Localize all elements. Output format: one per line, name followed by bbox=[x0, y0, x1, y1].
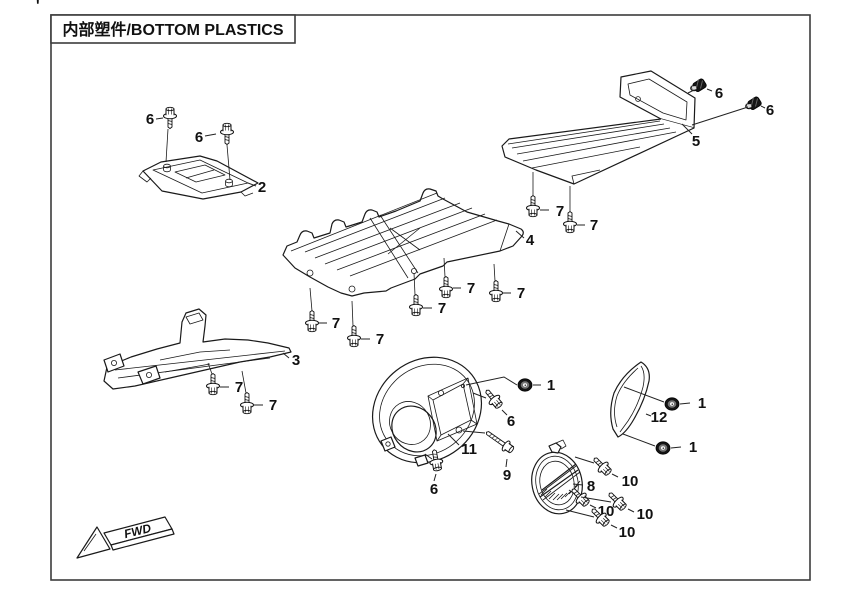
fasteners-part-4: 4 7 7 7 7 7 bbox=[305, 230, 535, 348]
bolt-6 bbox=[480, 385, 506, 412]
callout-6: 6 bbox=[146, 111, 154, 128]
page-title: 内部塑件/BOTTOM PLASTICS bbox=[62, 20, 283, 39]
callout-10: 10 bbox=[637, 506, 654, 523]
bolt-7 bbox=[347, 325, 361, 348]
capnut-6 bbox=[745, 95, 763, 111]
callout-10: 10 bbox=[622, 473, 639, 490]
callout-7: 7 bbox=[467, 280, 475, 297]
callout-6: 6 bbox=[766, 102, 774, 119]
fasteners-part-5: 6 6 5 7 7 bbox=[526, 77, 774, 234]
part-8-round-cover bbox=[531, 439, 583, 515]
washer-1 bbox=[655, 441, 671, 455]
callout-7: 7 bbox=[269, 397, 277, 414]
bolt-10 bbox=[589, 453, 615, 479]
callout-12: 12 bbox=[651, 409, 668, 426]
callout-3: 3 bbox=[292, 352, 300, 369]
bolt-9 bbox=[482, 426, 517, 456]
corner-tick: ' bbox=[36, 0, 40, 14]
callout-6: 6 bbox=[715, 85, 723, 102]
callout-1: 1 bbox=[689, 439, 697, 456]
callout-10: 10 bbox=[619, 524, 636, 541]
part-5-footrest-right bbox=[501, 70, 696, 185]
part-2-mounting-bracket bbox=[138, 155, 259, 200]
fasteners-part-8: 8 10 10 10 10 bbox=[565, 453, 654, 541]
fasteners-part-11: 1 6 11 9 6 bbox=[424, 376, 555, 498]
callout-9: 9 bbox=[503, 467, 511, 484]
bolt-7 bbox=[206, 373, 220, 396]
part-4-skid-plate bbox=[282, 188, 524, 297]
callout-11: 11 bbox=[461, 441, 477, 458]
callout-7: 7 bbox=[556, 203, 564, 220]
bolt-7 bbox=[305, 310, 319, 333]
bolt-6 bbox=[163, 106, 177, 129]
part-12-deflector-panel bbox=[610, 361, 650, 438]
bolt-7 bbox=[526, 195, 540, 218]
callout-6: 6 bbox=[195, 129, 203, 146]
callout-1: 1 bbox=[698, 395, 706, 412]
part-11-oval-retainer bbox=[371, 356, 483, 467]
callout-4: 4 bbox=[526, 232, 535, 249]
bolt-7 bbox=[409, 294, 423, 317]
callout-5: 5 bbox=[692, 133, 700, 150]
callout-7: 7 bbox=[517, 285, 525, 302]
drawing-border bbox=[50, 14, 811, 581]
fasteners-part-2: 6 6 2 bbox=[146, 106, 266, 196]
part-3-footrest-left bbox=[103, 308, 292, 390]
callout-2: 2 bbox=[258, 179, 266, 196]
fasteners-part-3: 3 7 7 bbox=[206, 352, 300, 415]
callout-7: 7 bbox=[590, 217, 598, 234]
callout-1: 1 bbox=[547, 377, 555, 394]
bolt-7 bbox=[489, 280, 503, 303]
washer-1 bbox=[517, 378, 533, 392]
fwd-direction-arrow: FWD bbox=[76, 516, 175, 559]
callout-8: 8 bbox=[587, 478, 595, 495]
callout-6: 6 bbox=[430, 481, 438, 498]
bolt-7 bbox=[439, 276, 453, 299]
bolt-6 bbox=[220, 122, 234, 145]
washer-1 bbox=[664, 397, 680, 411]
callout-6: 6 bbox=[507, 413, 515, 430]
fasteners-part-12: 12 1 1 bbox=[622, 386, 706, 456]
fwd-label: FWD bbox=[123, 521, 153, 541]
callout-7: 7 bbox=[438, 300, 446, 317]
callout-7: 7 bbox=[332, 315, 340, 332]
callout-7: 7 bbox=[376, 331, 384, 348]
callout-7: 7 bbox=[235, 379, 243, 396]
title-block: 内部塑件/BOTTOM PLASTICS bbox=[50, 14, 296, 44]
bolt-7 bbox=[563, 211, 577, 234]
